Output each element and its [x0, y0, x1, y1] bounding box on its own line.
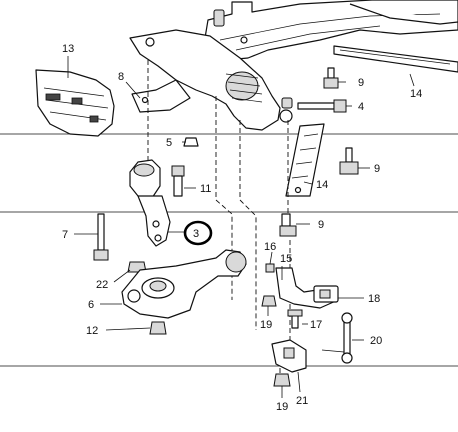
callout-3-highlight: [183, 220, 213, 246]
part-11-bolt: [171, 165, 196, 197]
part-9-lower-bolt: [279, 213, 310, 237]
callout-12: 12: [86, 325, 98, 337]
callout-9-mid: 9: [374, 163, 380, 175]
callout-14-upper: 14: [410, 88, 422, 100]
callout-15: 15: [280, 253, 292, 265]
part-13-heat-shield: [35, 56, 115, 137]
part-20-link-rod: [321, 312, 364, 364]
callout-6: 6: [88, 299, 94, 311]
part-3-mount-arm: [129, 159, 186, 247]
callout-21: 21: [296, 395, 308, 407]
part-12-nut: [105, 321, 167, 335]
part-8-bracket: [125, 79, 191, 113]
callout-22: 22: [96, 279, 108, 291]
callout-16: 16: [264, 241, 276, 253]
part-14-brace-lower: [285, 123, 370, 197]
callout-19-lower: 19: [276, 401, 288, 413]
callout-4: 4: [358, 101, 364, 113]
callout-17: 17: [310, 319, 322, 331]
callout-14-lower: 14: [316, 179, 328, 191]
part-15-18-sensor-bracket: [261, 251, 364, 329]
callout-labels: 13 8 9 14 4 5 11 9 14 7 3 9 16 15 22 18 …: [62, 43, 422, 413]
part-21-lower-bracket: [271, 339, 307, 398]
callout-18: 18: [368, 293, 380, 305]
part-14-rail-upper: [333, 45, 458, 87]
callout-11: 11: [200, 183, 211, 195]
callout-9-lower: 9: [318, 219, 324, 231]
callout-5: 5: [166, 137, 172, 149]
callout-19-upper: 19: [260, 319, 272, 331]
callout-8: 8: [118, 71, 124, 83]
part-6-control-arm: [100, 249, 247, 319]
callout-7: 7: [62, 229, 68, 241]
callout-20: 20: [370, 335, 382, 347]
callout-13: 13: [62, 43, 74, 55]
subframe-crossmember: [129, 0, 458, 131]
part-7-long-bolt: [74, 213, 109, 261]
callout-9-upper: 9: [358, 77, 364, 89]
callout-3: 3: [193, 228, 199, 240]
fasteners-upper: [182, 67, 352, 147]
